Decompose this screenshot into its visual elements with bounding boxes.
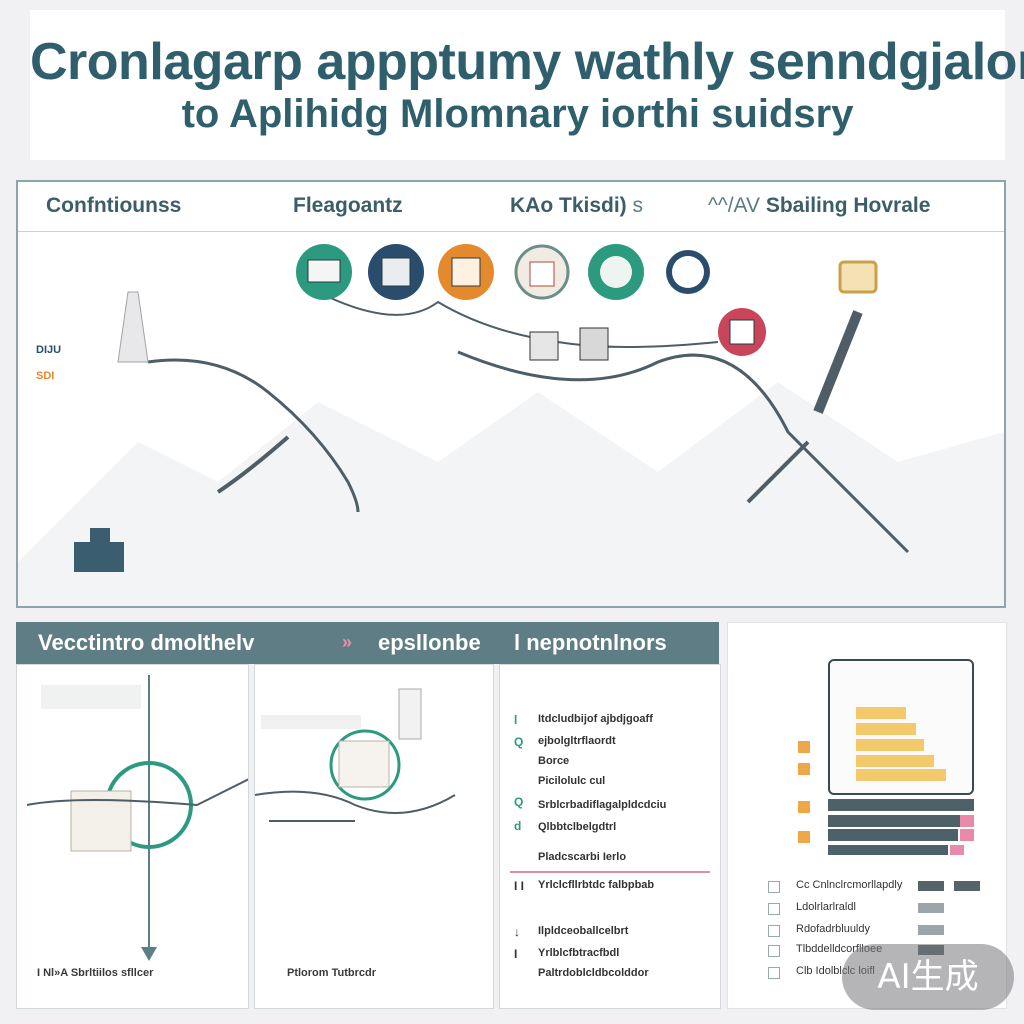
checklist-row-3[interactable]: Borce	[538, 755, 570, 767]
dashboard-boxes-orange	[798, 741, 810, 843]
section-banner: Vecctintro dmolthelv » epsllonbe l nepno…	[16, 622, 719, 664]
panel1-arrow-down-icon	[141, 947, 157, 961]
connector-cable-1	[147, 358, 360, 513]
panel-map-middle: Ptlorom Tutbrcdr	[254, 664, 494, 1009]
checklist-row-10[interactable]: Yrlblcfbtracfbdl	[538, 947, 620, 959]
panel2-zoom-circle[interactable]	[329, 729, 401, 801]
dashboard-chart	[798, 707, 974, 855]
lamp-icon	[117, 291, 149, 363]
server-icon	[529, 327, 609, 361]
connector-cable-5	[746, 440, 810, 504]
tab-kao-mark: s	[632, 194, 644, 217]
panel-checklist: l Itdcludbijof ajbdjgoaff Q ejbolgltrfla…	[499, 664, 721, 1009]
title-box: Cronlagarp appptumy wathly senndgjalory …	[30, 10, 1024, 160]
checklist-row-6[interactable]: Qlbbtclbelgdtrl	[538, 821, 617, 833]
left-badge-top: DIJU	[36, 344, 62, 356]
checklist-row-2-icon: Q	[514, 735, 524, 749]
panel2-header-strip	[261, 715, 361, 729]
panel2-tower-block	[398, 688, 422, 740]
banner-right-label: l nepnotnlnors	[514, 630, 667, 655]
antenna-pole	[813, 310, 863, 414]
ai-generated-watermark: AI生成	[842, 944, 1014, 1010]
machine-icon	[74, 528, 124, 572]
panel1-grid-block	[41, 685, 141, 709]
checklist-row-7[interactable]: Pladcscarbi Ierlo	[538, 851, 627, 863]
checklist-row-10-icon: I	[514, 947, 518, 961]
diagram-panel: Confntiounss Fleagoantz KAo Tkisdi) s ^^…	[16, 180, 1006, 608]
page-title: Cronlagarp appptumy wathly senndgjalory	[30, 33, 1024, 91]
node-green-1[interactable]	[296, 244, 352, 300]
checklist-row-8-icon: I I	[514, 879, 525, 893]
panel1-caption: I Nl»A Sbrltiilos sfllcer	[37, 967, 154, 979]
dashboard-row-2-checkbox[interactable]	[768, 903, 780, 915]
tab-kao-tkisdi[interactable]: KAo Tkisdi) s	[510, 194, 643, 218]
checklist-row-6-icon: d	[514, 819, 522, 833]
dashboard-row-3-chip	[918, 925, 944, 935]
banner-middle-label: epsllonbe	[378, 630, 481, 655]
checklist-row-9-icon: ↓	[514, 925, 520, 939]
panel2-cable	[255, 790, 456, 814]
dashboard-bars-dark	[828, 799, 974, 855]
panel2-building-block	[338, 740, 390, 788]
banner-separator: »	[342, 632, 353, 652]
tab-kao-label: KAo Tkisdi)	[510, 194, 627, 217]
dashboard-bars-gold	[856, 707, 946, 781]
node-gold-hub[interactable]	[838, 260, 878, 294]
node-orange-1[interactable]	[438, 244, 494, 300]
panel1-cable	[26, 778, 248, 807]
dashboard-row-1[interactable]: Cc Cnlnclrcmorllapdly	[796, 879, 903, 891]
checklist-row-5[interactable]: Srblcrbadiflagalpldcdciu	[538, 799, 667, 811]
tab-sbailing-hovrale[interactable]: ^^/AV Sbailing Hovrale	[708, 194, 930, 218]
dashboard-row-1-chip	[918, 881, 944, 891]
banner-left-label: Vecctintro dmolthelv	[38, 630, 255, 655]
panel2-caption: Ptlorom Tutbrcdr	[287, 967, 377, 979]
left-badge-bottom: SDI	[36, 370, 55, 382]
dashboard-row-3-checkbox[interactable]	[768, 925, 780, 937]
dashboard-row-2-chip	[918, 903, 944, 913]
node-navy-2[interactable]	[666, 250, 710, 294]
checklist-row-2[interactable]: ejbolgltrflaordt	[538, 735, 616, 747]
node-green-2[interactable]	[588, 244, 644, 300]
dashboard-row-1-chip-2	[954, 881, 980, 891]
dashboard-row-4-checkbox[interactable]	[768, 945, 780, 957]
tab-sbailing-mark: ^^/AV	[708, 194, 760, 217]
connector-cable-4	[457, 350, 910, 554]
connector-cable-2	[216, 435, 290, 494]
node-beige-1[interactable]	[514, 244, 570, 300]
dashboard-row-2[interactable]: Ldolrlarlraldl	[796, 901, 856, 913]
checklist-row-5-icon: Q	[514, 795, 524, 809]
dashboard-bars-pink	[950, 815, 974, 855]
dashboard-row-3[interactable]: Rdofadrbluuldy	[796, 923, 870, 935]
process-diagram	[18, 244, 1004, 606]
checklist-row-4[interactable]: Picilolulc cul	[538, 775, 606, 787]
page-subtitle: to Aplihidg Mlomnary iorthi suidsry	[181, 92, 854, 136]
tab-sbailing-label: Sbailing Hovrale	[765, 194, 931, 217]
tab-confntiounss[interactable]: Confntiounss	[46, 194, 182, 217]
dashboard-row-1-checkbox[interactable]	[768, 881, 780, 893]
panel-map-left: I Nl»A Sbrltiilos sfllcer	[16, 664, 249, 1009]
node-red-1[interactable]	[718, 308, 766, 356]
connector-cable-3	[317, 291, 719, 348]
background-terrain	[18, 382, 1004, 606]
checklist-divider	[510, 871, 710, 873]
tab-bar: Confntiounss Fleagoantz KAo Tkisdi) s ^^…	[18, 182, 1004, 232]
node-navy-1[interactable]	[368, 244, 424, 300]
checklist-row-11[interactable]: Paltrdoblcldbcolddor	[538, 967, 649, 979]
checklist-row-8[interactable]: Yrlclcfllrbtdc falbpbab	[538, 879, 655, 891]
dashboard-row-5-checkbox[interactable]	[768, 967, 780, 979]
panel1-illustration	[26, 675, 248, 961]
checklist-row-9[interactable]: Ilpldceoballcelbrt	[538, 925, 629, 937]
tab-fleagoantz[interactable]: Fleagoantz	[293, 194, 403, 217]
checklist-row-1[interactable]: Itdcludbijof ajbdjgoaff	[538, 713, 653, 725]
checklist-row-1-icon: l	[514, 713, 518, 727]
panel2-illustration	[255, 688, 456, 822]
